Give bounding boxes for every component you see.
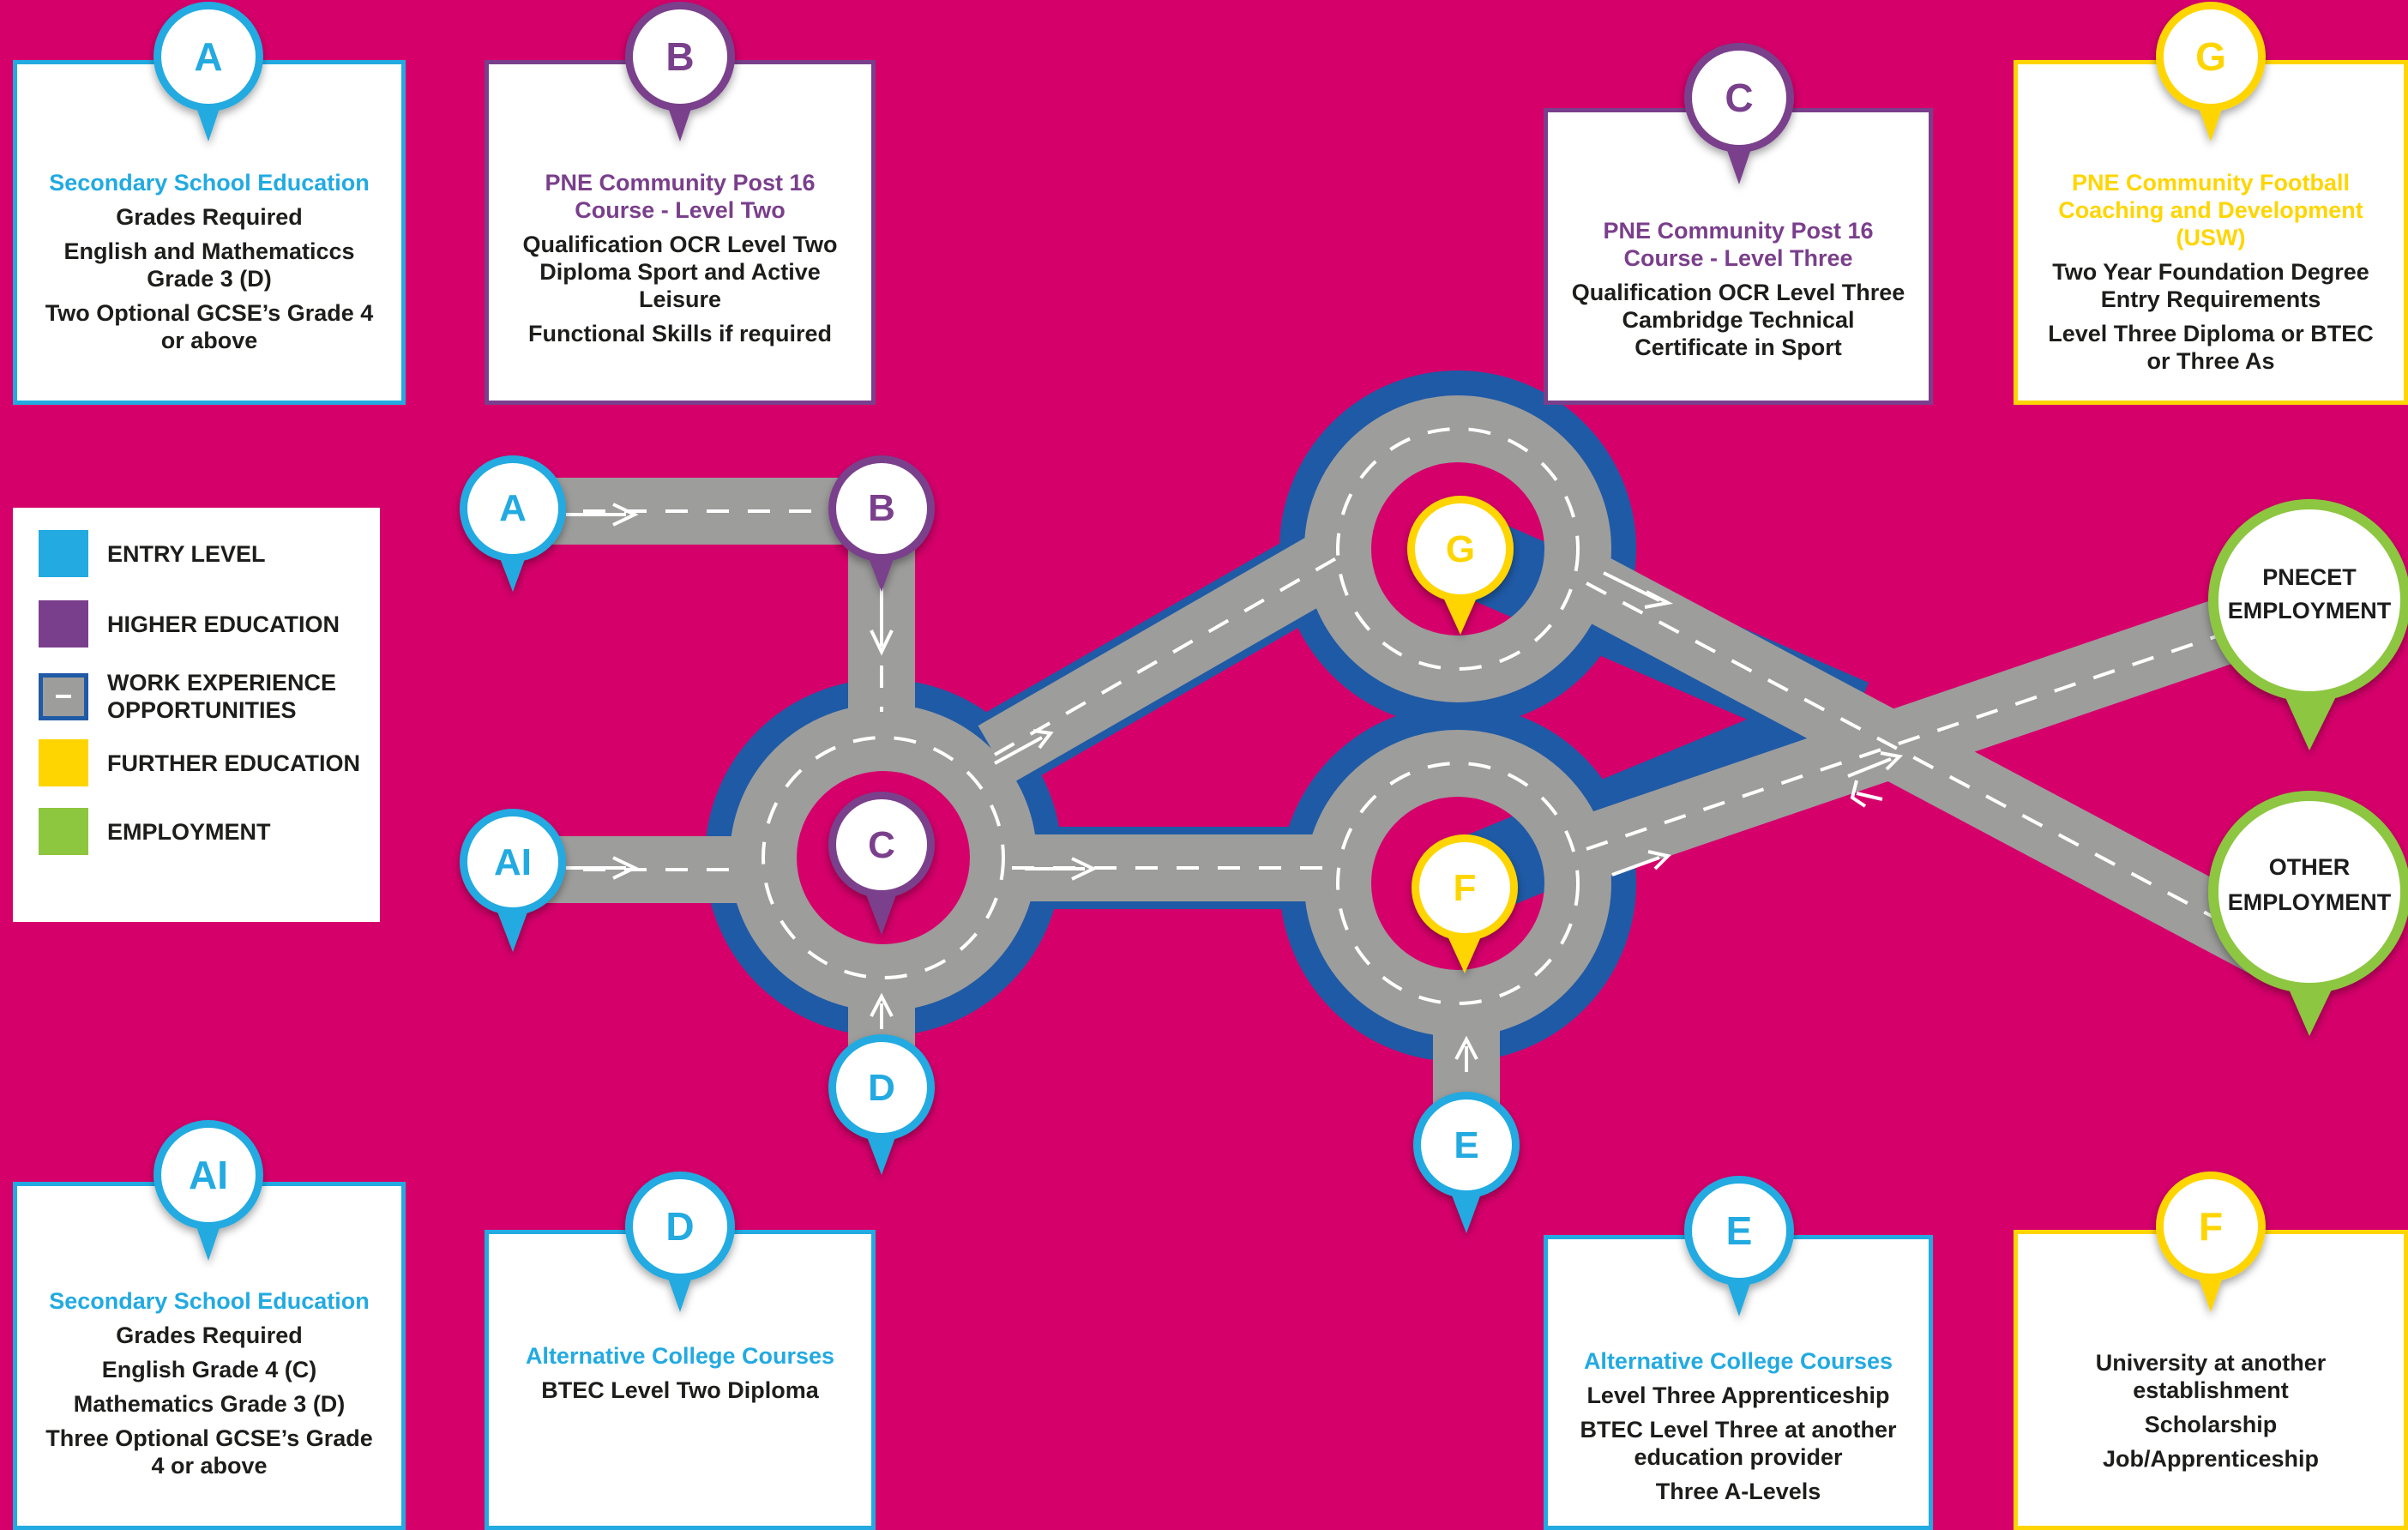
pin-D-map[interactable]: D [828,1034,935,1175]
card-line: Three A-Levels [1655,1479,1821,1504]
arrow-icon [994,729,1054,765]
further-education-swatch-icon [39,739,88,786]
pin-label: A [499,487,527,529]
card-title: Alternative College Courses [1583,1348,1893,1374]
card-title: PNE Community Post 16 Course - Level Two [545,170,816,223]
destination-other-employment[interactable]: OTHER EMPLOYMENT [2208,791,2408,1036]
arrow-icon [1611,850,1672,876]
pin-label: C [868,824,895,866]
card-line: Level Three Apprenticeship [1586,1382,1890,1408]
card-line: Two Year Foundation Degree Entry Require… [2052,259,2369,312]
card-line: Two Optional GCSE’s Grade 4 or above [45,300,374,353]
arrow-icon [1850,780,1883,808]
card-e: Alternative College Courses Level Three … [1544,1235,1933,1530]
card-f: University at another establishment Scho… [2014,1230,2408,1530]
card-line: Level Three Diploma or BTEC or Three As [2048,321,2374,374]
card-line: English and Mathematiccs Grade 3 (D) [63,238,355,292]
card-line: Functional Skills if required [527,321,833,346]
road-dashes [583,427,2248,1005]
card-title: PNE Community Football Coaching and Deve… [2058,170,2363,250]
card-line: Mathematics Grade 3 (D) [73,1391,346,1417]
card-b: PNE Community Post 16 Course - Level Two… [485,60,876,405]
pin-B-map[interactable]: B [828,455,935,592]
pin-A-map[interactable]: A [460,455,566,592]
destination-label: OTHER [2269,854,2351,880]
legend-item-further-education: FURTHER EDUCATION [39,739,371,786]
pin-F-map[interactable]: F [1412,834,1518,973]
pin-label: D [868,1067,895,1109]
legend-item-higher-education: HIGHER EDUCATION [39,600,371,648]
arrow-icon [1603,571,1674,609]
arrow-icon [1454,1035,1478,1072]
card-line: Grades Required [116,204,303,230]
card-d: Alternative College Courses BTEC Level T… [485,1230,876,1530]
arrow-icon [870,600,894,656]
arrow-icon [1847,751,1904,778]
card-line: Grades Required [116,1322,303,1348]
card-line: BTEC Level Three at another education pr… [1580,1417,1897,1470]
destination-pnecet-employment[interactable]: PNECET EMPLOYMENT [2208,499,2408,750]
legend-item-employment: EMPLOYMENT [39,808,371,855]
card-c: PNE Community Post 16 Course - Level Thr… [1544,108,1933,405]
direction-arrows [566,503,1904,1072]
card-g: PNE Community Football Coaching and Deve… [2014,60,2408,405]
card-line: Qualification OCR Level Three Cambridge … [1571,280,1905,360]
destination-label: EMPLOYMENT [2228,889,2392,915]
card-title: Alternative College Courses [525,1343,835,1369]
pin-AI-map[interactable]: AI [460,809,566,952]
card-line: University at another establishment [2095,1350,2327,1403]
higher-education-swatch-icon [39,600,88,648]
card-line: Qualification OCR Level Two Diploma Spor… [522,232,838,312]
legend-label: FURTHER EDUCATION [107,750,360,776]
card-title: PNE Community Post 16 Course - Level Thr… [1603,218,1874,271]
card-title: Secondary School Education [49,170,370,196]
arrow-icon [1025,857,1098,881]
card-line: English Grade 4 (C) [101,1357,317,1382]
legend: ENTRY LEVEL HIGHER EDUCATION WORK EXPERI… [13,508,380,922]
pin-label: AI [494,841,532,883]
arrow-icon [566,503,639,527]
pin-C-map[interactable]: C [828,792,935,935]
road-swatch-icon [39,672,88,720]
card-a: Secondary School Education Grades Requir… [13,60,406,405]
pin-label: F [1454,867,1477,909]
arrow-icon [566,856,639,880]
card-line: BTEC Level Two Diploma [541,1377,819,1403]
card-ai: Secondary School Education Grades Requir… [13,1182,406,1530]
legend-label: EMPLOYMENT [107,818,271,845]
legend-item-work-experience: WORK EXPERIENCE OPPORTUNITIES [39,669,371,724]
pin-G-map[interactable]: G [1407,496,1514,635]
pin-label: B [868,487,895,529]
card-title: Secondary School Education [49,1288,370,1314]
pin-E-map[interactable]: E [1413,1092,1520,1233]
employment-swatch-icon [39,808,88,855]
destination-label: PNECET [2262,564,2357,590]
legend-item-entry-level: ENTRY LEVEL [39,530,371,577]
arrow-icon [870,992,894,1029]
card-line: Scholarship [2144,1412,2278,1437]
pin-label: E [1454,1124,1478,1166]
legend-label: WORK EXPERIENCE OPPORTUNITIES [107,670,337,723]
card-line: Job/Apprenticeship [2102,1446,2320,1472]
legend-label: HIGHER EDUCATION [107,611,340,637]
legend-label: ENTRY LEVEL [107,540,266,567]
entry-level-swatch-icon [39,530,88,577]
pin-label: G [1446,528,1475,570]
destination-label: EMPLOYMENT [2228,598,2392,623]
card-line: Three Optional GCSE’s Grade 4 or above [45,1425,373,1479]
